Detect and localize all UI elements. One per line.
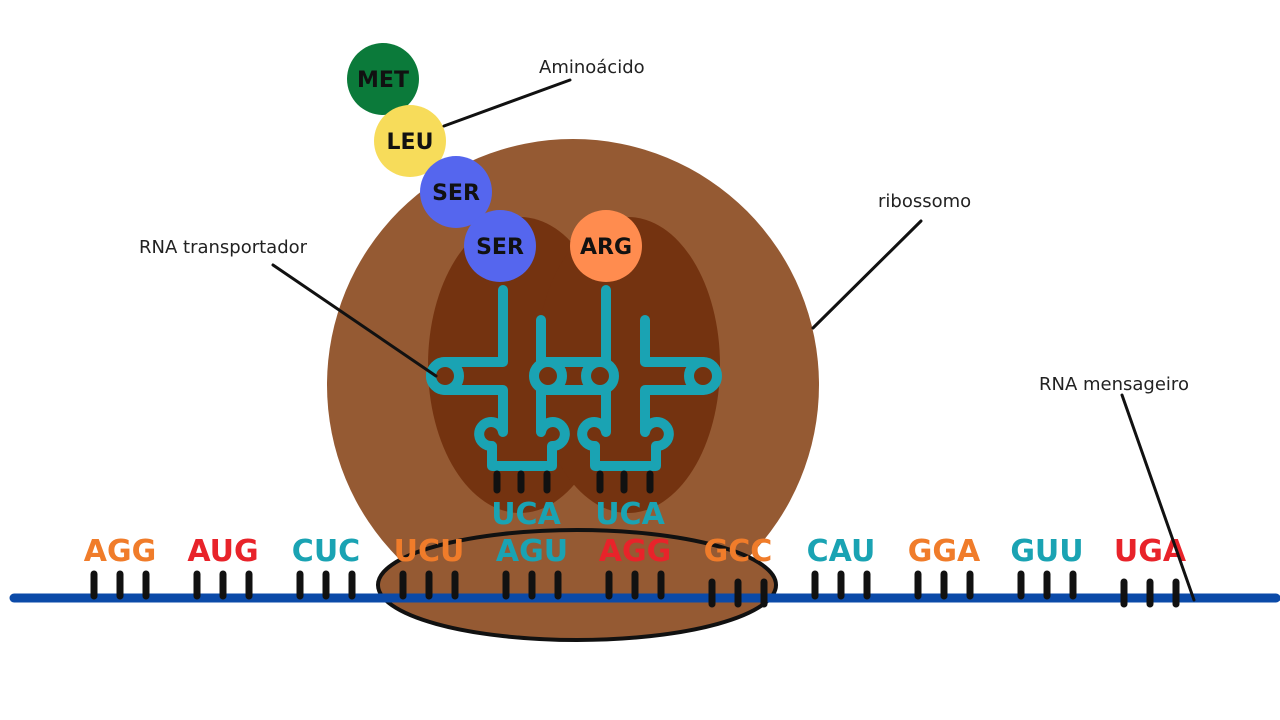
label-amino-acid: Aminoácido	[539, 57, 645, 78]
codon-label: AGU	[496, 534, 568, 569]
trna-ticks	[493, 470, 654, 494]
codon-label: AGG	[84, 534, 156, 569]
amino-acid-leu: LEU	[374, 105, 446, 177]
mrna-codons: AGG AUG CUC UCU AGU AGG GCC CAU GGA GUU UGA	[84, 534, 1187, 608]
codon-5: AGG	[599, 534, 671, 600]
codon-label: UCU	[394, 534, 465, 569]
amino-acid-label: SER	[432, 181, 480, 206]
trna-right	[529, 285, 722, 471]
codon-label: GCC	[704, 534, 773, 569]
pointer-ribosome	[811, 219, 923, 330]
codon-3: UCU	[394, 534, 465, 600]
amino-acid-arg: ARG	[570, 210, 642, 282]
amino-acid-label: SER	[476, 235, 524, 260]
label-ribosome: ribossomo	[878, 191, 972, 212]
label-mrna: RNA mensageiro	[1039, 374, 1189, 395]
label-trna: RNA transportador	[139, 237, 308, 258]
codon-0: AGG	[84, 534, 156, 600]
codon-label: CUC	[292, 534, 360, 569]
codon-2: CUC	[292, 534, 360, 600]
codon-7: CAU	[807, 534, 876, 600]
amino-acid-met: MET	[347, 43, 419, 115]
amino-acid-chain: MET LEU SER SER ARG	[347, 43, 642, 282]
codon-4: AGU	[496, 534, 568, 600]
amino-acid-label: ARG	[580, 235, 632, 260]
pointer-mrna	[1120, 393, 1196, 602]
codon-label: AGG	[599, 534, 671, 569]
codon-label: GUU	[1010, 534, 1083, 569]
ribosome-small-subunit	[376, 528, 778, 642]
amino-acid-label: LEU	[387, 130, 434, 155]
codon-1: AUG	[187, 534, 259, 600]
amino-acid-ser-1: SER	[420, 156, 492, 228]
codon-label: GGA	[908, 534, 981, 569]
amino-acid-ser-2: SER	[464, 210, 536, 282]
pointer-lines	[271, 78, 1196, 602]
amino-acid-label: MET	[357, 68, 409, 93]
codon-label: UGA	[1114, 534, 1187, 569]
codon-9: GUU	[1010, 534, 1084, 600]
codon-6: GCC	[704, 534, 773, 608]
anticodon-left: UCA	[491, 497, 561, 532]
codon-10: UGA	[1114, 534, 1187, 608]
codon-8: GGA	[908, 534, 981, 600]
anticodon-right: UCA	[595, 497, 665, 532]
codon-label: CAU	[807, 534, 876, 569]
codon-label: AUG	[187, 534, 258, 569]
pointer-amino-acid	[442, 78, 572, 128]
pointer-trna	[271, 263, 438, 378]
